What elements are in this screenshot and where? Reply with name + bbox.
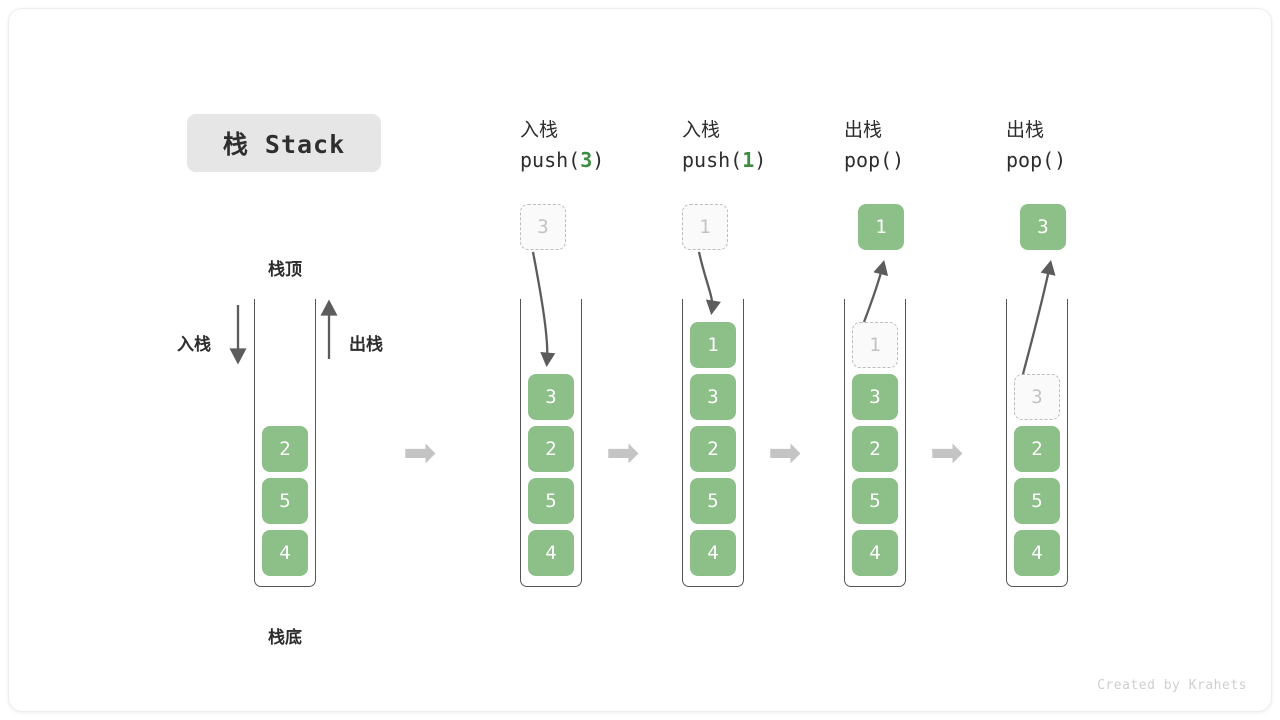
stack-node: 1 [690,322,736,368]
column-heading-code-prefix: push( [520,148,581,172]
stack-node: 2 [690,426,736,472]
diagram-title: 栈 Stack [187,114,381,172]
column-heading-code-value: 3 [580,148,593,172]
column-heading-pop-1: 出栈 pop() [844,114,904,175]
column-heading-push-1: 入栈 push(1) [682,114,766,175]
column-heading-code-suffix: ) [754,148,767,172]
floating-popped-node: 3 [1020,204,1066,250]
stack-container-pop-3 [1006,299,1068,587]
stack-node: 4 [690,530,736,576]
column-heading-code-prefix: pop( [844,148,893,172]
column-heading-code-suffix: ) [892,148,905,172]
stack-container-initial [254,299,316,587]
floating-ghost-node: 3 [520,204,566,250]
column-heading-code-value: 1 [742,148,755,172]
stack-ghost-node: 1 [852,322,898,368]
step-arrow-icon: ➡ [606,430,640,476]
stack-node: 2 [262,426,308,472]
stack-bottom-label: 栈底 [268,628,302,648]
floating-ghost-node: 1 [682,204,728,250]
stack-node: 5 [852,478,898,524]
stack-node: 2 [852,426,898,472]
stack-node: 2 [1014,426,1060,472]
stack-ghost-node: 3 [1014,374,1060,420]
stack-node: 3 [690,374,736,420]
column-heading-push-3: 入栈 push(3) [520,114,604,175]
stack-node: 2 [528,426,574,472]
stack-node: 5 [262,478,308,524]
stack-container-pop-1 [844,299,906,587]
stack-container-push-3 [520,299,582,587]
stack-node: 4 [852,530,898,576]
column-heading-code-suffix: ) [592,148,605,172]
column-heading-cn: 入栈 [520,119,559,141]
column-heading-cn: 入栈 [682,119,721,141]
column-heading-cn: 出栈 [1006,119,1045,141]
stack-node: 3 [852,374,898,420]
column-heading-code-prefix: push( [682,148,743,172]
stack-node: 5 [690,478,736,524]
column-heading-pop-3: 出栈 pop() [1006,114,1066,175]
stack-node: 5 [528,478,574,524]
diagram-card: 栈 Stack 栈顶 栈底 入栈 出栈 2 5 4 入栈 push(3) 3 3… [8,8,1272,712]
stack-node: 3 [528,374,574,420]
step-arrow-icon: ➡ [768,430,802,476]
pop-direction-label: 出栈 [349,335,383,355]
stack-node: 4 [1014,530,1060,576]
column-heading-code-suffix: ) [1054,148,1067,172]
push-direction-label: 入栈 [177,335,211,355]
diagram-stage: 栈 Stack 栈顶 栈底 入栈 出栈 2 5 4 入栈 push(3) 3 3… [9,9,1271,711]
step-arrow-icon: ➡ [403,430,437,476]
column-heading-code-prefix: pop( [1006,148,1055,172]
column-heading-cn: 出栈 [844,119,883,141]
stack-node: 4 [262,530,308,576]
stack-container-push-1 [682,299,744,587]
stack-node: 5 [1014,478,1060,524]
step-arrow-icon: ➡ [930,430,964,476]
stack-node: 4 [528,530,574,576]
floating-popped-node: 1 [858,204,904,250]
stack-top-label: 栈顶 [268,260,302,280]
footer-credit: Created by Krahets [1097,678,1247,693]
